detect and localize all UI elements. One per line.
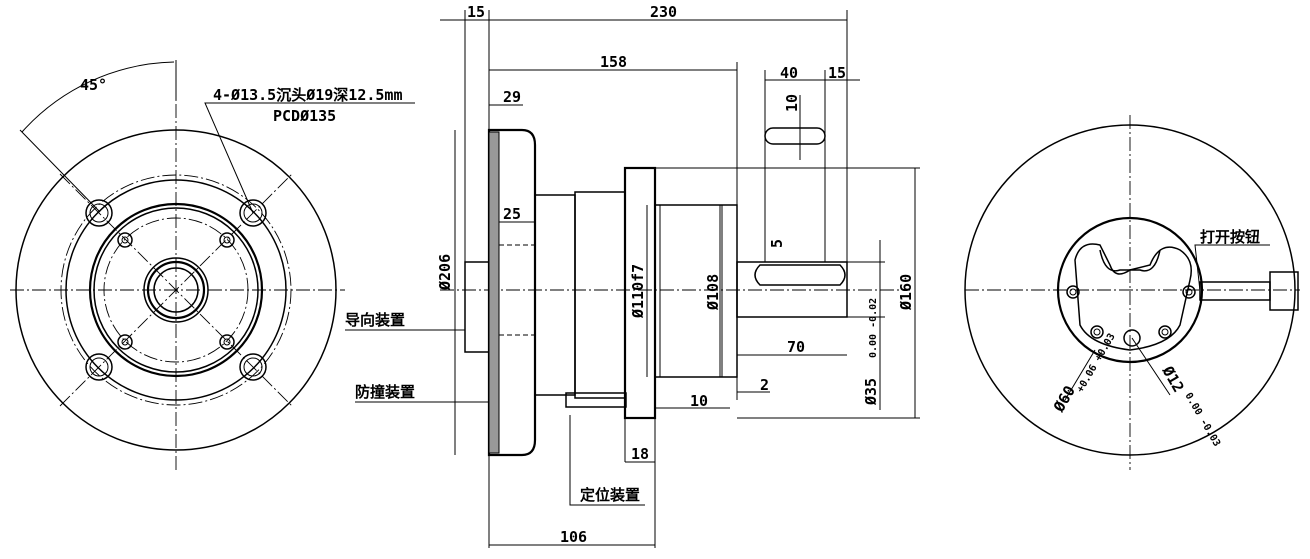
dim-15-top: 15 [467, 3, 485, 21]
anticollision-device-label: 防撞装置 [355, 383, 415, 401]
dim-40: 40 [780, 64, 798, 82]
dim-108: Ø108 [704, 274, 722, 311]
dim-18: 18 [631, 445, 649, 463]
dim-15-key: 15 [828, 64, 846, 82]
dim-110f7: Ø110f7 [629, 264, 647, 319]
dim-35: Ø35 [862, 378, 880, 406]
dim-230: 230 [650, 3, 677, 21]
pcd-note: PCDØ135 [273, 107, 336, 125]
screw-holes [117, 232, 235, 350]
dim-70: 70 [787, 338, 805, 356]
dim-25: 25 [503, 205, 521, 223]
counterbore-holes [85, 199, 267, 381]
dim-10: 10 [690, 392, 708, 410]
dim-10-key: 10 [783, 94, 801, 112]
dim-2: 2 [760, 376, 769, 394]
rear-view: 打开按钮 Ø60 +0.06 +0.03 Ø12 0.00 -0.03 [964, 115, 1300, 470]
dim-158: 158 [600, 53, 627, 71]
open-button-label: 打开按钮 [1200, 228, 1260, 246]
angle-label: 45° [80, 76, 107, 94]
hole-note: 4-Ø13.5沉头Ø19深12.5mm [213, 86, 403, 104]
side-view: 15 230 158 29 40 15 10 25 5 Ø206 Ø110f7 … [345, 3, 920, 548]
dim-60: Ø60 [1049, 383, 1079, 416]
dim-35-tolerance: 0.00 -0.02 [868, 298, 879, 358]
dim-160: Ø160 [897, 274, 915, 311]
front-view: 45° 4-Ø13.5沉头Ø19深12.5mm PCDØ135 [10, 60, 415, 470]
dim-106: 106 [560, 528, 587, 546]
dim-12: Ø12 [1158, 362, 1188, 395]
dim-5: 5 [768, 239, 786, 248]
dim-206: Ø206 [436, 254, 454, 291]
dim-12-tolerance: 0.00 -0.03 [1182, 391, 1222, 449]
positioning-device-label: 定位装置 [580, 486, 640, 504]
dim-29: 29 [503, 88, 521, 106]
guide-device-label: 导向装置 [345, 311, 405, 329]
